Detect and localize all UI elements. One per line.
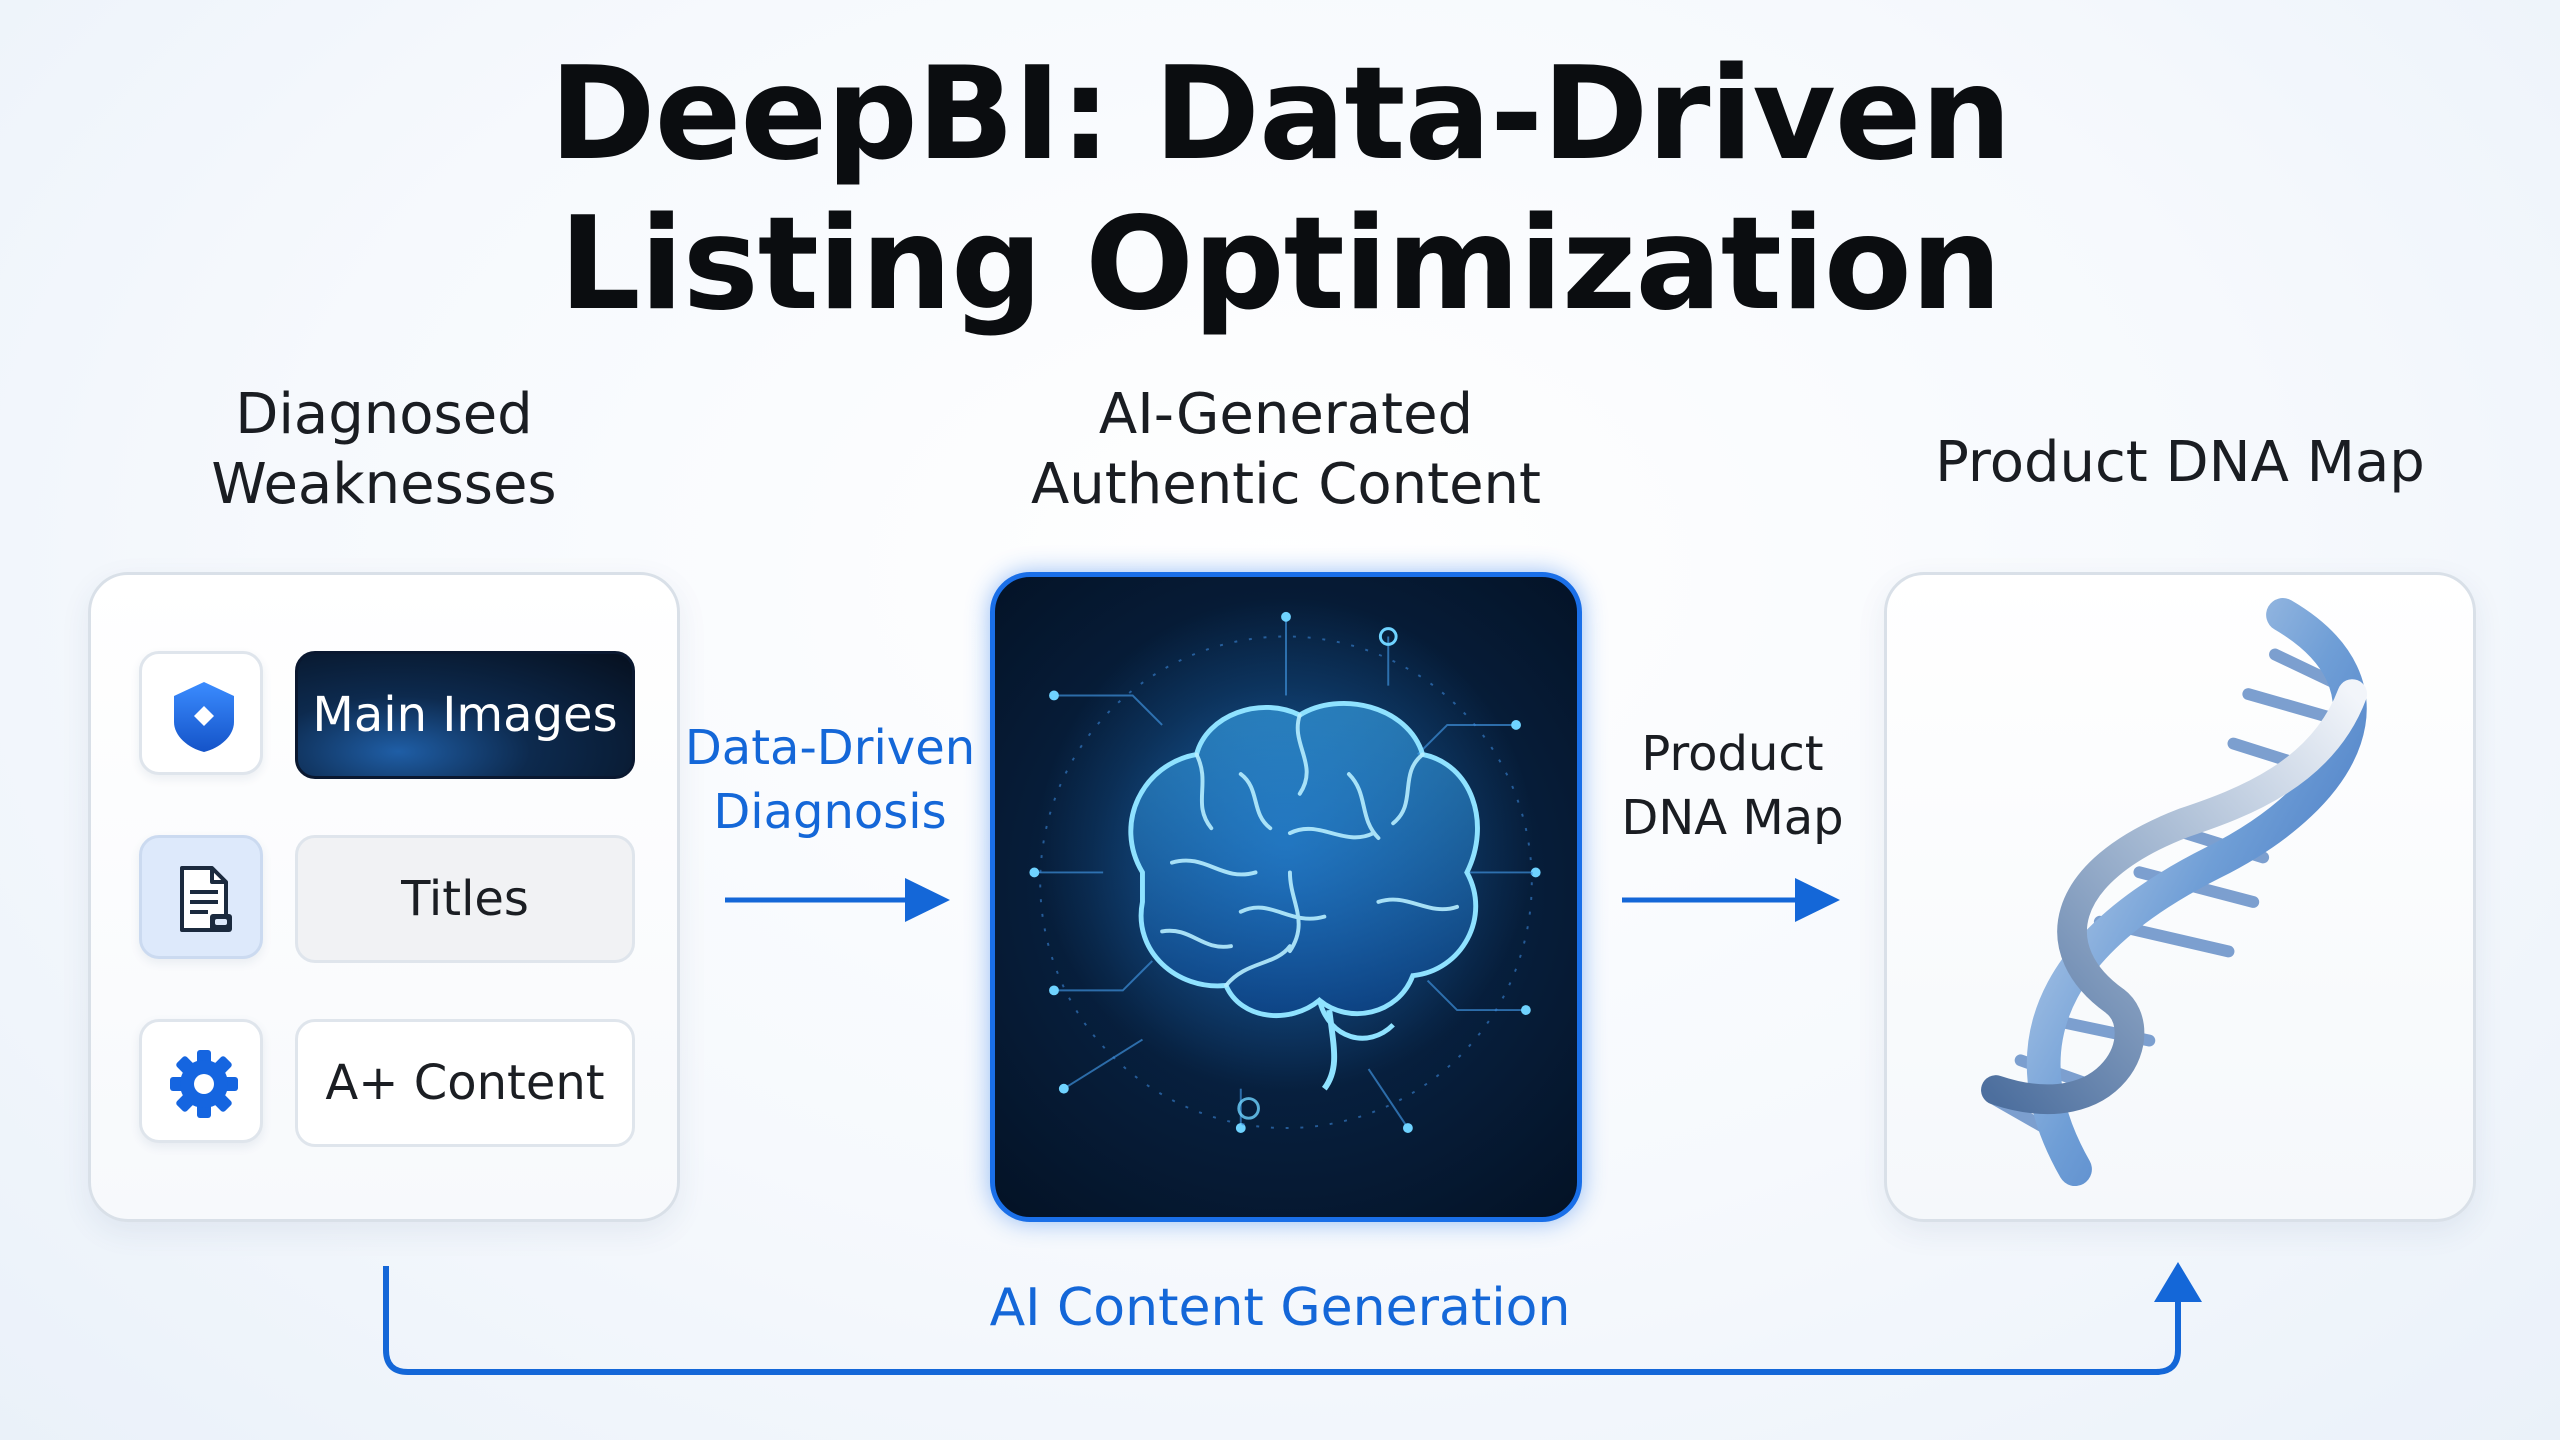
brain-icon	[1010, 597, 1562, 1148]
title-line-2: Listing Optimization	[559, 190, 2002, 339]
weakness-row-a-plus-content: A+ Content	[139, 1019, 639, 1147]
shield-icon	[139, 651, 263, 775]
bottom-loop-label: AI Content Generation	[989, 1278, 1571, 1338]
right-column-label: Product DNA Map	[1935, 430, 2425, 495]
arrow-diagnosis	[725, 878, 950, 922]
page-title: DeepBI: Data-Driven Listing Optimization	[0, 40, 2560, 340]
document-icon	[139, 835, 263, 959]
arrow-bottom-loop	[383, 1262, 2202, 1375]
center-column-label: AI-Generated Authentic Content	[1030, 382, 1541, 517]
ai-content-panel	[990, 572, 1582, 1222]
weakness-row-main-images: Main Images	[139, 651, 639, 779]
dna-map-panel	[1884, 572, 2476, 1222]
arrow-label-diagnosis: Data-Driven Diagnosis	[684, 720, 976, 840]
weakness-row-titles: Titles	[139, 835, 639, 963]
weakness-a-plus-content: A+ Content	[295, 1019, 635, 1147]
gear-icon	[139, 1019, 263, 1143]
weakness-titles: Titles	[295, 835, 635, 963]
arrow-label-dna-map: Product DNA Map	[1621, 726, 1844, 846]
title-line-1: DeepBI: Data-Driven	[549, 40, 2011, 189]
left-column-label: Diagnosed Weaknesses	[211, 382, 557, 517]
weaknesses-panel: Main Images Titles	[88, 572, 680, 1222]
dna-helix-icon	[1981, 598, 2368, 1187]
weakness-main-images: Main Images	[295, 651, 635, 779]
arrow-dna-map	[1622, 878, 1840, 922]
